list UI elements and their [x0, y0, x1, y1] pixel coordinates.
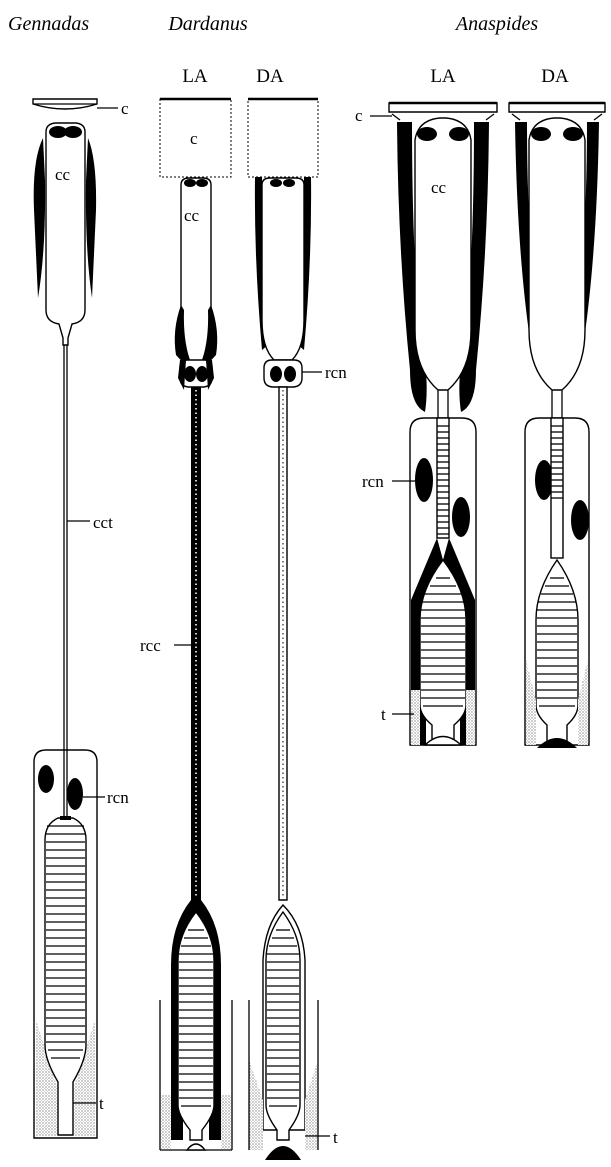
anaspides-la-cornea	[389, 103, 497, 112]
label-rcn-dardanus: rcn	[325, 363, 347, 382]
anaspides-da-ommatidium	[509, 103, 605, 748]
anaspides-da-cornea	[509, 103, 605, 112]
anaspides-da-nucleus-right	[571, 500, 589, 540]
label-cct: cct	[93, 513, 113, 532]
dardanus-da-tapetum-black	[265, 1146, 301, 1160]
label-c-dardanus: c	[190, 129, 198, 148]
title-gennadas: Gennadas	[8, 13, 89, 35]
title-dardanus: Dardanus	[167, 13, 247, 35]
dardanus-da-cornea	[248, 99, 318, 177]
dardanus-da-crystalline-cone	[262, 178, 304, 360]
label-c-anaspides: c	[355, 106, 363, 125]
subtitle-anaspides-da: DA	[541, 66, 569, 87]
label-rcn-anaspides: rcn	[362, 472, 384, 491]
title-anaspides: Anaspides	[454, 13, 538, 35]
label-cc-dardanus: cc	[184, 206, 200, 225]
anaspides-la-ommatidium	[370, 103, 497, 745]
anaspides-da-rhabdom	[536, 560, 578, 745]
anaspides-da-crystalline-cone	[529, 118, 585, 390]
gennadas-nucleus-right	[67, 778, 83, 810]
subtitle-anaspides-la: LA	[430, 66, 456, 87]
dardanus-la-ommatidium	[160, 99, 232, 1150]
label-rcc: rcc	[140, 636, 161, 655]
anaspides-la-nucleus-left	[415, 458, 433, 502]
dardanus-da-ommatidium	[248, 99, 330, 1160]
label-cc-gennadas: cc	[55, 165, 71, 184]
gennadas-pigment-right	[86, 138, 96, 298]
subtitle-dardanus-la: LA	[182, 66, 208, 87]
label-rcn-gennadas: rcn	[107, 788, 129, 807]
gennadas-pigment-left	[34, 138, 45, 298]
label-t-dardanus: t	[333, 1128, 338, 1147]
gennadas-ommatidium	[33, 99, 118, 1138]
anaspides-la-rhabdom	[420, 560, 466, 745]
anaspides-la-crystalline-cone	[415, 118, 471, 390]
subtitle-dardanus-da: DA	[256, 66, 284, 87]
label-cc-anaspides: cc	[431, 178, 447, 197]
label-c-gennadas: c	[121, 99, 129, 118]
gennadas-nucleus-left	[38, 765, 54, 793]
label-t-gennadas: t	[99, 1094, 104, 1113]
anaspides-da-nucleus-left	[535, 460, 553, 500]
anaspides-la-nucleus-right	[452, 497, 470, 537]
gennadas-crystalline-cone	[46, 123, 85, 345]
label-t-anaspides: t	[381, 705, 386, 724]
